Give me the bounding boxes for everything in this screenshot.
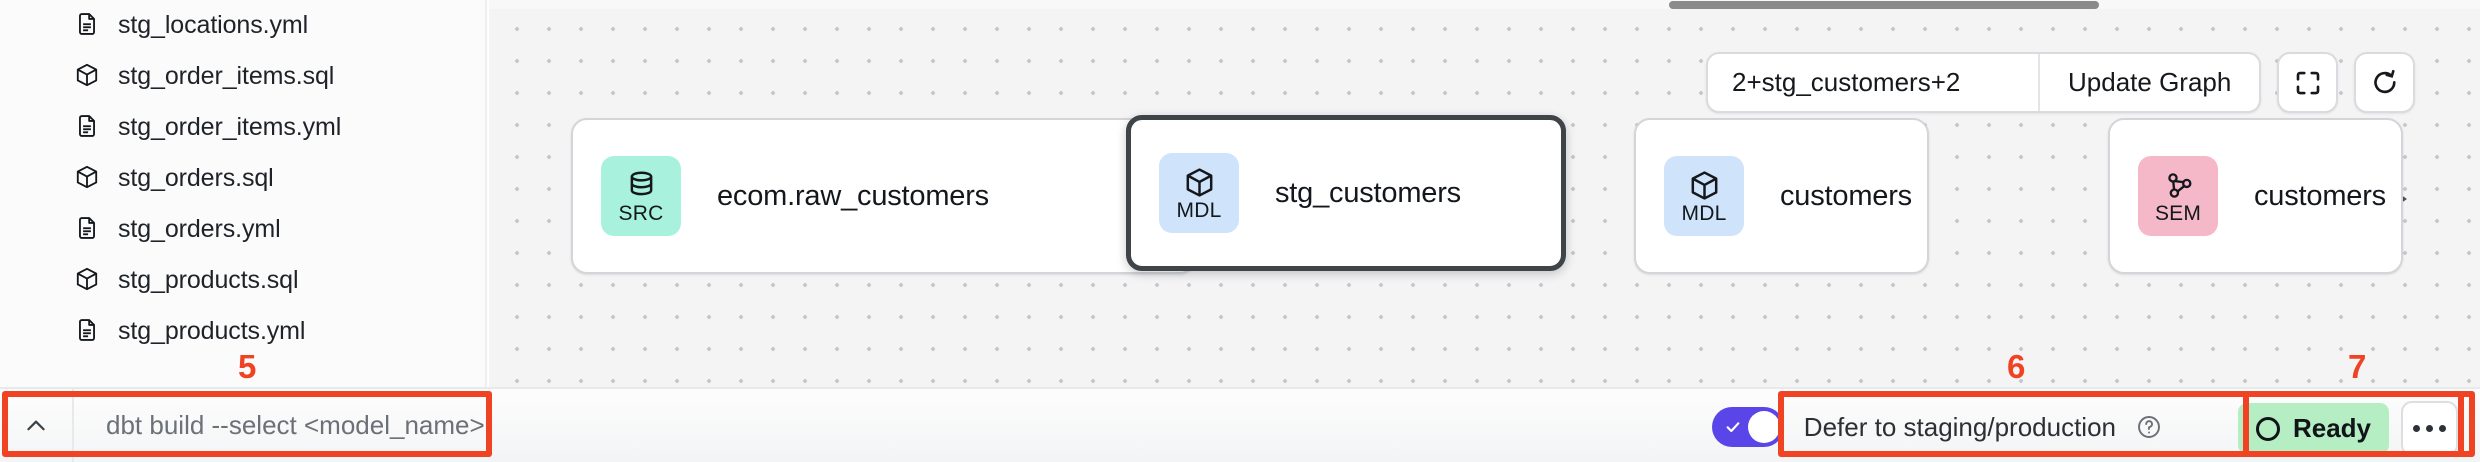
graph-toolbar: Update Graph	[1706, 52, 2416, 113]
status-badge[interactable]: Ready	[2237, 403, 2389, 454]
graph-node-stg-customers[interactable]: MDL stg_customers	[1126, 115, 1566, 271]
defer-toggle-group: Defer to staging/production	[1711, 402, 2162, 452]
node-title: customers	[2254, 179, 2386, 212]
fullscreen-icon	[2293, 68, 2323, 98]
cube-icon	[74, 62, 100, 92]
file-list-item[interactable]: stg_orders.yml	[0, 204, 485, 255]
cube-icon	[1688, 169, 1721, 202]
cube-icon	[74, 164, 100, 194]
file-list-item[interactable]: stg_products.sql	[0, 255, 485, 306]
canvas-horizontal-scrollbar[interactable]	[489, 0, 2480, 9]
file-list-item-label: stg_products.sql	[118, 266, 299, 294]
file-list-item-label: stg_orders.sql	[118, 164, 274, 192]
check-icon	[1725, 419, 1741, 435]
file-list-item-label: stg_orders.yml	[118, 215, 281, 243]
status-circle-icon	[2255, 416, 2280, 441]
command-bar-expand-button[interactable]	[0, 389, 74, 462]
file-icon	[74, 11, 100, 41]
node-badge-label: MDL	[1681, 201, 1727, 225]
file-icon	[74, 317, 100, 347]
graph-selector-group: Update Graph	[1706, 52, 2262, 113]
file-list-item[interactable]: stg_products.yml	[0, 306, 485, 357]
file-list-item[interactable]: stg_locations.yml	[0, 0, 485, 51]
command-bar	[0, 387, 492, 462]
file-list-item-label: stg_order_items.yml	[118, 113, 342, 141]
file-list: stg_locations.yml stg_order_items.sql stg_…	[0, 0, 485, 357]
defer-label: Defer to staging/production	[1803, 411, 2116, 442]
refresh-icon	[2370, 68, 2400, 98]
more-options-button[interactable]	[2401, 401, 2458, 456]
graph-node-customers-model[interactable]: MDL customers	[1634, 118, 1929, 274]
question-circle-icon[interactable]	[2136, 414, 2162, 440]
file-list-item[interactable]: stg_order_items.yml	[0, 102, 485, 153]
node-badge-label: SRC	[618, 201, 664, 225]
ready-status-group: Ready	[2237, 401, 2458, 456]
node-badge-sem: SEM	[2138, 156, 2218, 236]
node-badge-mdl: MDL	[1159, 153, 1239, 233]
ellipsis-dot	[2413, 425, 2420, 432]
lineage-graph-canvas[interactable]: SRC ecom.raw_customers MDL stg_customers	[489, 0, 2480, 387]
file-icon	[74, 215, 100, 245]
node-badge-mdl: MDL	[1664, 156, 1744, 236]
chevron-up-icon	[23, 413, 49, 439]
file-list-item-label: stg_order_items.sql	[118, 62, 335, 90]
defer-toggle[interactable]	[1711, 407, 1784, 447]
command-input[interactable]	[106, 410, 492, 441]
annotation-number-7: 7	[2348, 348, 2367, 385]
status-label: Ready	[2292, 413, 2371, 443]
node-badge-label: MDL	[1176, 198, 1222, 222]
ellipsis-dot	[2426, 425, 2433, 432]
update-graph-button[interactable]: Update Graph	[2038, 54, 2259, 111]
node-title: stg_customers	[1275, 176, 1461, 209]
file-list-item[interactable]: stg_order_items.sql	[0, 51, 485, 102]
file-list-item-label: stg_locations.yml	[118, 11, 309, 39]
file-icon	[74, 113, 100, 143]
file-list-item[interactable]: stg_orders.sql	[0, 153, 485, 204]
scrollbar-thumb[interactable]	[1669, 1, 2099, 9]
node-title: ecom.raw_customers	[717, 179, 989, 212]
file-explorer-sidebar: stg_locations.yml stg_order_items.sql stg_…	[0, 0, 487, 405]
database-icon	[625, 169, 658, 202]
toggle-knob	[1747, 411, 1780, 443]
ellipsis-dot	[2439, 425, 2446, 432]
node-title: customers	[1780, 179, 1912, 212]
graph-node-src[interactable]: SRC ecom.raw_customers	[571, 118, 1196, 274]
annotation-number-5: 5	[238, 348, 257, 385]
node-badge-src: SRC	[601, 156, 681, 236]
graph-nodes-icon	[2162, 169, 2195, 202]
graph-node-customers-semantic[interactable]: SEM customers	[2108, 118, 2403, 274]
graph-selector-input[interactable]	[1708, 54, 2038, 111]
fullscreen-button[interactable]	[2277, 52, 2339, 113]
cube-icon	[74, 266, 100, 296]
annotation-number-6: 6	[2007, 348, 2026, 385]
node-badge-label: SEM	[2154, 201, 2202, 225]
refresh-button[interactable]	[2354, 52, 2416, 113]
status-bar: Defer to staging/production Ready	[489, 387, 2480, 462]
command-input-wrapper	[74, 389, 492, 462]
file-list-item-label: stg_products.yml	[118, 317, 306, 345]
cube-icon	[1183, 166, 1216, 199]
